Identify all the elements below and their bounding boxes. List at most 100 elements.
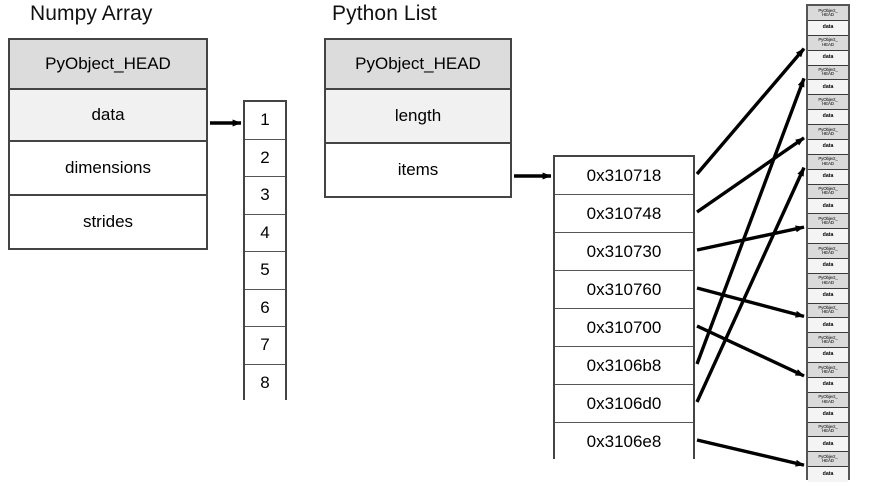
pyobject-head-line2: HEAD [822, 458, 834, 464]
pyobject-head-line1: PyObject_ [818, 453, 838, 459]
pyobject-data-label: data [822, 410, 834, 417]
numpy-row-strides: strides [10, 196, 206, 248]
pointer-arrow [695, 47, 806, 176]
pyobject-head-cell: PyObject_HEAD [808, 6, 848, 21]
buffer-cell: 4 [245, 214, 285, 252]
pyobject-head-line1: PyObject_ [818, 394, 838, 400]
pyobject-data-label: data [822, 470, 834, 477]
pyobject-head-line1: PyObject_ [818, 7, 838, 13]
buffer-cell: 5 [245, 252, 285, 290]
pyobject-data-cell: data [808, 199, 848, 215]
pointer-cell: 0x310760 [555, 271, 693, 309]
buffer-cell: 3 [245, 177, 285, 215]
pointer-cell: 0x310718 [555, 157, 693, 195]
pointer-arrow [695, 77, 806, 365]
pyobject-data-label: data [822, 291, 834, 298]
pyobject-head-cell: PyObject_HEAD [808, 184, 848, 200]
pyobject-head-line1: PyObject_ [818, 245, 838, 251]
pyobject-head-line1: PyObject_ [818, 424, 838, 430]
pyobject-data-cell: data [808, 377, 848, 393]
pyobject-head-line2: HEAD [822, 309, 834, 315]
pyobject-head-cell: PyObject_HEAD [808, 452, 848, 468]
pointer-cell: 0x310700 [555, 309, 693, 347]
pyobject-head-line2: HEAD [822, 220, 834, 226]
pyobject-head-line2: HEAD [822, 41, 834, 47]
pyobject-head-cell: PyObject_HEAD [808, 363, 848, 378]
pointer-arrow [696, 225, 805, 252]
pyobject-data-label: data [822, 440, 834, 447]
numpy-row-dimensions: dimensions [10, 142, 206, 196]
pyobject-data-cell: data [808, 407, 848, 423]
pyobject-data-cell: data [808, 110, 848, 125]
pointer-arrow [695, 166, 806, 403]
pyobject-head-line2: HEAD [822, 279, 834, 285]
pyobject-data-cell: data [808, 80, 848, 96]
buffer-cell: 8 [245, 364, 285, 402]
pyobject-head-line2: HEAD [822, 130, 834, 136]
pyobject-data-cell: data [808, 20, 848, 36]
pylist-row-items: items [326, 144, 510, 196]
pyobject-head-line2: HEAD [822, 160, 834, 166]
pyobject-head-cell: PyObject_HEAD [808, 273, 848, 289]
pointer-arrow [696, 286, 805, 319]
pyobject-data-label: data [822, 24, 834, 31]
pyobject-head-line2: HEAD [822, 101, 834, 107]
pyobject-head-line2: HEAD [822, 398, 834, 404]
pointer-cell: 0x3106e8 [555, 423, 693, 461]
pyobject-head-cell: PyObject_HEAD [808, 95, 848, 111]
buffer-cell: 2 [245, 139, 285, 177]
pyobject-head-cell: PyObject_HEAD [808, 214, 848, 230]
pyobject-data-label: data [822, 202, 834, 209]
pyobject-head-line2: HEAD [822, 339, 834, 345]
pyobject-data-label: data [822, 351, 834, 358]
pyobject-data-label: data [822, 53, 834, 60]
pointer-cell: 0x3106b8 [555, 347, 693, 385]
pyobject-head-line1: PyObject_ [818, 37, 838, 43]
pyobject-head-cell: PyObject_HEAD [808, 65, 848, 81]
pyobject-head-cell: PyObject_HEAD [808, 422, 848, 438]
pyobject-head-line2: HEAD [822, 11, 834, 17]
pyobject-data-label: data [822, 143, 834, 150]
pyobject-head-cell: PyObject_HEAD [808, 333, 848, 349]
pyobject-data-cell: data [808, 229, 848, 244]
pyobject-head-line1: PyObject_ [818, 96, 838, 102]
pyobject-head-line2: HEAD [822, 249, 834, 255]
pointer-cell: 0x310730 [555, 233, 693, 271]
numpy-row-pyobject_head: PyObject_HEAD [10, 40, 206, 90]
pyobject-head-line2: HEAD [822, 190, 834, 196]
pyobject-head-line1: PyObject_ [818, 215, 838, 221]
numpy-array-title: Numpy Array [30, 2, 153, 25]
pyobject-data-cell: data [808, 318, 848, 334]
pointer-arrow [696, 324, 805, 378]
pyobject-data-cell: data [808, 437, 848, 453]
pyobject-data-cell: data [808, 348, 848, 363]
pyobject-head-line2: HEAD [822, 71, 834, 77]
pyobject-data-label: data [822, 262, 834, 269]
pyobject-head-line1: PyObject_ [818, 305, 838, 311]
buffer-cell: 6 [245, 289, 285, 327]
pyobject-data-cell: data [808, 288, 848, 304]
pointer-cell: 0x310748 [555, 195, 693, 233]
pyobject-data-cell: data [808, 169, 848, 185]
numpy-row-data: data [10, 90, 206, 142]
pyobject-head-cell: PyObject_HEAD [808, 244, 848, 259]
pyobject-head-line1: PyObject_ [818, 334, 838, 340]
pyobject-data-label: data [822, 83, 834, 90]
pyobject-data-cell: data [808, 139, 848, 155]
buffer-cell: 1 [245, 102, 285, 140]
pyobject-head-line1: PyObject_ [818, 186, 838, 192]
pyobject-head-line1: PyObject_ [818, 156, 838, 162]
pyobject-head-cell: PyObject_HEAD [808, 392, 848, 408]
pyobject-data-label: data [822, 381, 834, 388]
pointer-arrow [696, 136, 805, 214]
pyobject-head-line2: HEAD [822, 368, 834, 374]
pyobject-head-line1: PyObject_ [818, 67, 838, 73]
pyobject-head-line1: PyObject_ [818, 126, 838, 132]
pyobject-head-cell: PyObject_HEAD [808, 154, 848, 170]
pyobject-data-cell: data [808, 258, 848, 274]
